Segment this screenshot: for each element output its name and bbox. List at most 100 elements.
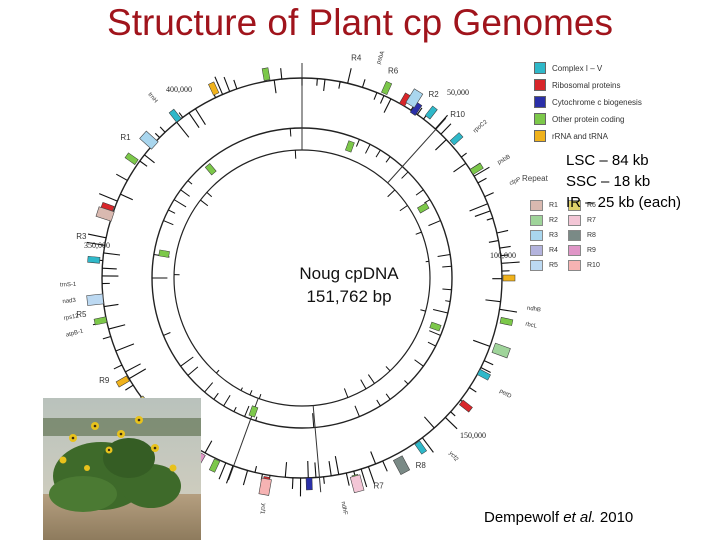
gene-tick — [373, 92, 378, 100]
legend-item: rRNA and tRNA — [534, 130, 608, 142]
gene-tick — [501, 261, 520, 264]
inner-tick — [343, 388, 349, 398]
repeat-swatch — [530, 230, 543, 241]
gene-tick — [496, 229, 509, 234]
inner-tick — [240, 387, 243, 391]
gene-tick — [334, 455, 340, 475]
gene-tick — [323, 476, 325, 484]
inner-tick — [427, 341, 436, 347]
gene-tick — [115, 343, 135, 352]
inner-tick — [424, 199, 431, 204]
repeat-box — [139, 130, 159, 150]
gene-tick — [500, 254, 509, 257]
gene-label: trnS-1 — [60, 282, 77, 289]
inner-tick — [429, 330, 441, 336]
repeat-item: R5 — [530, 260, 558, 271]
repeat-label: R6 — [587, 202, 596, 209]
repeat-swatch — [568, 245, 581, 256]
gene-tick — [214, 76, 224, 95]
gene-label: ycf1 — [258, 503, 266, 516]
gene-tick — [450, 411, 456, 417]
repeat-tag: R5 — [76, 310, 87, 319]
gene-tick — [178, 112, 184, 118]
gene-box — [417, 202, 430, 214]
region-boundary — [312, 405, 322, 493]
repeat-item: R8 — [568, 230, 596, 241]
gene-tick — [474, 210, 491, 217]
gene-tick — [440, 123, 452, 135]
gene-label: trnH — [146, 92, 158, 105]
repeat-tag: R8 — [416, 461, 427, 470]
repeat-swatch — [530, 260, 543, 271]
gene-tick — [434, 114, 448, 130]
gene-box — [261, 67, 271, 81]
gene-tick — [473, 339, 491, 347]
gene-label: atpB-1 — [65, 328, 84, 338]
gene-box — [499, 316, 514, 326]
inner-tick — [420, 309, 426, 312]
gene-tick — [225, 465, 234, 484]
legend-label: Cytochrome c biogenesis — [552, 97, 642, 107]
inner-tick — [187, 180, 193, 185]
inner-tick — [187, 366, 199, 376]
inner-tick — [376, 399, 381, 407]
inner-tick — [163, 220, 174, 226]
inner-tick — [180, 189, 190, 197]
gene-tick — [486, 217, 494, 221]
inner-tick — [445, 300, 451, 302]
gene-tick — [116, 173, 128, 181]
gene-tick — [469, 387, 477, 393]
gene-label: rbcL — [525, 322, 538, 330]
citation-etal: et al. — [563, 509, 596, 526]
citation: Dempewolf et al. 2010 — [484, 509, 633, 526]
gene-tick — [480, 367, 491, 373]
repeat-label: R7 — [587, 217, 596, 224]
inner-tick — [367, 374, 375, 384]
gene-box — [158, 249, 170, 258]
gene-tick — [361, 79, 366, 88]
gene-tick — [473, 166, 490, 177]
repeat-tag: R4 — [351, 54, 362, 63]
inner-tick — [365, 144, 371, 154]
gene-tick — [453, 162, 467, 173]
gene-tick — [499, 308, 518, 313]
gene-box — [345, 140, 355, 153]
gene-label: ndhB — [527, 306, 542, 314]
repeat-item: R4 — [530, 245, 558, 256]
gene-box — [381, 80, 393, 96]
legend-swatch — [534, 113, 546, 125]
genome-center-label: Noug cpDNA 151,762 bp — [254, 262, 444, 308]
inner-tick — [442, 288, 452, 291]
gene-tick — [284, 462, 288, 478]
gene-tick — [499, 245, 511, 249]
inner-tick — [415, 189, 424, 196]
gene-tick — [469, 203, 488, 212]
slide-title: Structure of Plant cp Genomes — [107, 2, 613, 43]
stat-ssc: SSC – 18 kb — [566, 173, 651, 190]
inner-tick — [415, 231, 422, 235]
gene-box — [208, 81, 220, 96]
inner-tick — [354, 405, 360, 417]
gene-tick — [139, 160, 148, 167]
gene-tick — [273, 79, 277, 94]
legend-swatch — [534, 79, 546, 91]
gene-tick — [108, 324, 126, 330]
inner-tick — [180, 356, 194, 367]
repeat-box — [95, 206, 115, 222]
inner-tick — [215, 369, 220, 374]
gene-box — [204, 163, 217, 176]
gene-box — [115, 375, 130, 388]
genome-size: 151,762 bp — [306, 287, 392, 306]
repeat-item: R7 — [568, 215, 596, 226]
gene-box — [502, 274, 516, 282]
repeat-swatch — [530, 245, 543, 256]
gene-tick — [460, 152, 467, 158]
inner-tick — [233, 406, 237, 412]
legend-item: Other protein coding — [534, 113, 625, 125]
inner-tick — [204, 382, 214, 393]
inner-tick — [385, 366, 391, 372]
inner-tick — [258, 393, 262, 399]
gene-tick — [314, 462, 317, 478]
repeat-label: R10 — [587, 262, 600, 269]
